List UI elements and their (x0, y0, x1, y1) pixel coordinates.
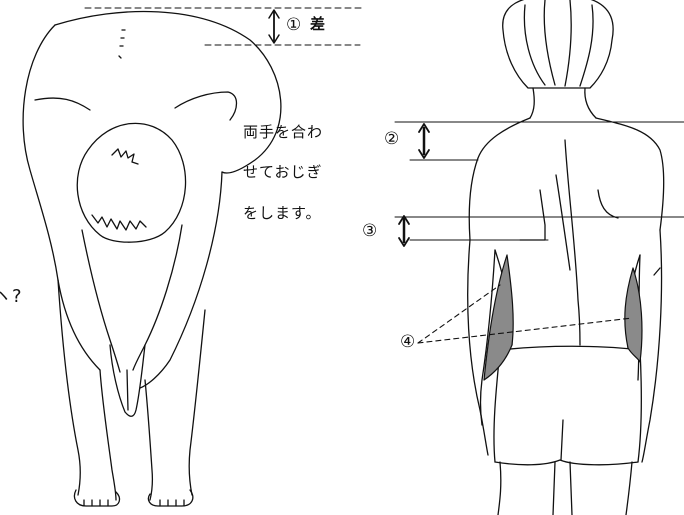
marker-1-label: ① (286, 17, 301, 34)
spine-mark-4 (119, 56, 121, 58)
marker-3-label: ③ (362, 223, 377, 240)
waistline (500, 346, 640, 350)
instruction-line-1: 両手を合わ (243, 125, 323, 140)
left-shoulder-line (469, 118, 530, 240)
hair-lower-edge (92, 215, 146, 230)
head-outline (77, 123, 185, 242)
left-arm-inner (82, 230, 120, 372)
left-foot (74, 490, 119, 506)
hip-bottom (495, 460, 638, 465)
back-right-leg (626, 462, 632, 515)
left-arm-outer (468, 240, 488, 455)
neck-left (530, 88, 534, 118)
left-leg-inner (100, 370, 116, 500)
right-arm-outer (642, 230, 662, 462)
pointer-4-right (418, 318, 632, 343)
marker-4-label: ④ (400, 334, 415, 351)
right-elbow-tick (654, 268, 660, 275)
left-waist-gap (484, 255, 513, 380)
right-shoulder-line (596, 118, 664, 230)
buttock-split (561, 420, 563, 460)
back-mid-leg-right (570, 462, 572, 515)
partial-question-text: ヽ? (0, 288, 22, 306)
neck-right (585, 88, 596, 118)
right-arm-inner (133, 225, 182, 370)
left-leg-outer (58, 280, 80, 495)
back-view-figure (468, 0, 664, 515)
back-mid-leg-left (553, 462, 555, 515)
bent-back-left-outline (23, 25, 58, 280)
hair-tuft (112, 149, 138, 164)
right-foot (148, 490, 192, 506)
right-toes (160, 500, 184, 506)
shoulder-blade-left (520, 190, 545, 240)
forward-bend-figure (23, 11, 281, 506)
back-head-outline (503, 0, 613, 88)
instruction-line-3: をします。 (243, 206, 322, 221)
instruction-line-2: せておじぎ (243, 165, 323, 180)
left-toes (84, 500, 108, 506)
left-shoulder (35, 98, 90, 110)
right-arm-outer (140, 172, 222, 388)
hair-strands (524, 0, 593, 86)
right-shoulder (175, 92, 237, 120)
shoulder-blade-right (598, 190, 618, 218)
marker-2-label: ② (384, 131, 399, 148)
hands-split-line (127, 370, 128, 410)
marker-1-suffix: 差 (310, 17, 325, 32)
right-leg-inner (145, 380, 152, 500)
back-left-leg (498, 462, 501, 515)
back-contour (556, 175, 570, 270)
spine-line (565, 140, 580, 345)
right-leg-outer (189, 310, 205, 495)
